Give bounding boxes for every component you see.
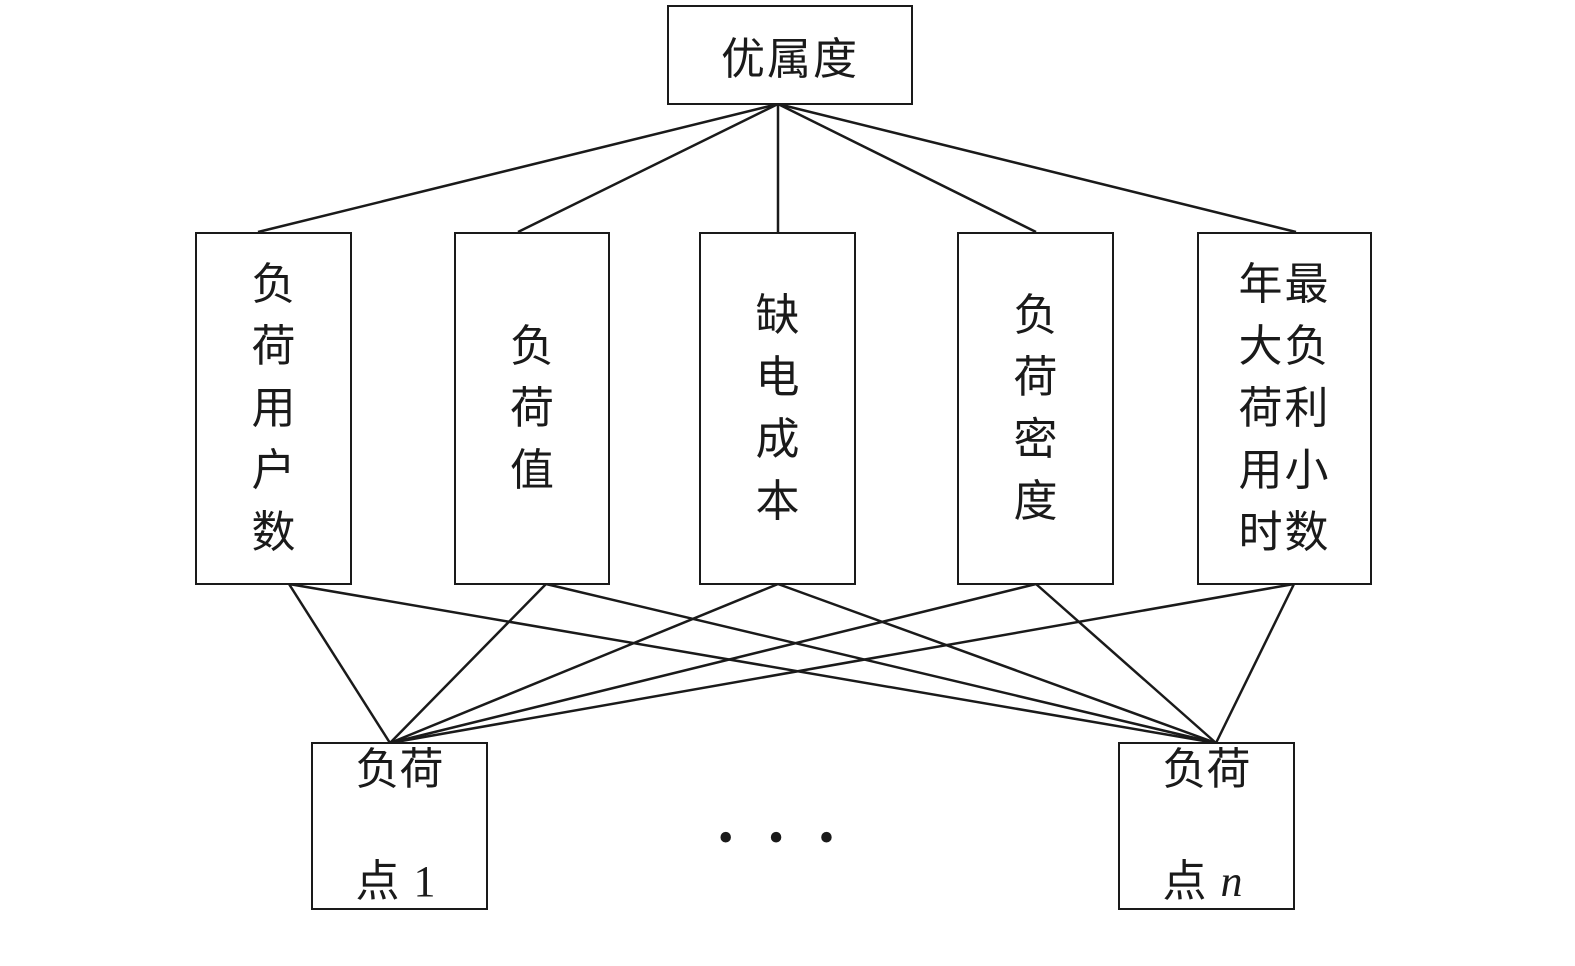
load-point-1-line2: 点 1: [356, 854, 444, 910]
edge-criterion-5-point-n: [1214, 583, 1296, 744]
edge-criterion-1-point-n: [288, 582, 1217, 745]
edge-criterion-2-point-n: [545, 582, 1217, 745]
load-point-label-n: 负荷 点 n: [1163, 686, 1251, 966]
load-point-n-index: n: [1220, 857, 1243, 906]
criterion-node-3: 缺 电 成 本: [699, 232, 856, 585]
criterion-node-1: 负 荷 用 户 数: [195, 232, 352, 585]
load-point-1-line1: 负荷: [355, 744, 444, 795]
criterion-label-3: 缺 电 成 本: [755, 289, 800, 527]
criterion-label-5: 年最 大负 荷利 用小 时数: [1238, 258, 1331, 558]
ellipsis: • • •: [718, 813, 847, 862]
load-point-n-prefix: 点: [1162, 856, 1221, 907]
root-node: 优属度: [667, 5, 913, 105]
criterion-node-2: 负 荷 值: [454, 232, 610, 585]
connector-lines: [257, 102, 1297, 745]
edge-root-criterion-4: [777, 102, 1037, 234]
root-label: 优属度: [721, 34, 859, 85]
hierarchy-diagram: 优属度 负 荷 用 户 数 负 荷 值 缺 电 成 本 负 荷 密 度 年最 大…: [195, 5, 1372, 910]
edge-root-criterion-1: [257, 102, 779, 234]
criterion-label-2: 负 荷 值: [510, 320, 554, 496]
edge-criterion-4-point-1: [389, 582, 1037, 745]
criterion-node-5: 年最 大负 荷利 用小 时数: [1197, 232, 1372, 585]
load-point-n-line2: 点 n: [1163, 854, 1251, 910]
edge-criterion-3-point-n: [777, 582, 1217, 745]
edge-root-criterion-2: [517, 102, 779, 234]
edge-criterion-1-point-1: [287, 583, 392, 744]
edge-criterion-4-point-n: [1035, 583, 1217, 744]
edge-root-criterion-5: [777, 102, 1297, 234]
load-point-node-n: 负荷 点 n: [1118, 742, 1295, 910]
load-point-label-1: 负荷 点 1: [356, 686, 444, 966]
load-point-1-prefix: 点: [355, 856, 414, 907]
edge-criterion-5-point-1: [389, 582, 1295, 745]
load-point-1-index: 1: [413, 857, 436, 906]
load-point-n-line1: 负荷: [1162, 744, 1251, 795]
criterion-label-1: 负 荷 用 户 数: [251, 258, 296, 558]
edge-criterion-3-point-1: [389, 582, 779, 745]
criterion-node-4: 负 荷 密 度: [957, 232, 1114, 585]
load-point-node-1: 负荷 点 1: [311, 742, 488, 910]
edge-criterion-2-point-1: [389, 583, 547, 744]
criterion-label-4: 负 荷 密 度: [1013, 289, 1058, 527]
